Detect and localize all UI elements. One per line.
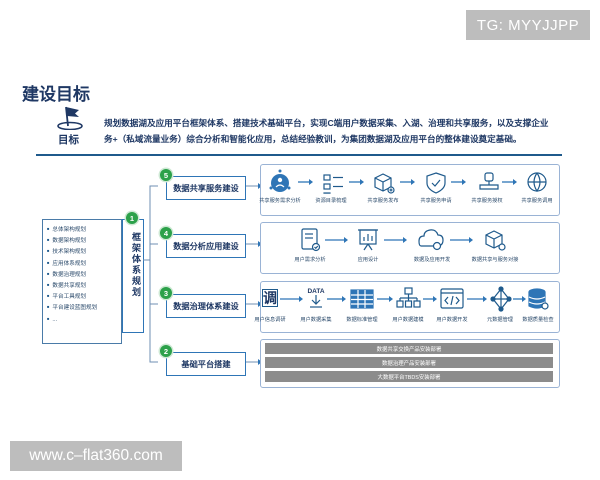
planning-list: 总体架构规划 数据架构规划 技术架构规划 应用体系规划 数据治理规划 数据共享规… <box>42 219 122 344</box>
step-label: 资源目录梳理 <box>315 198 347 204</box>
list-item: 技术架构规划 <box>47 246 121 257</box>
category-label: 数据分析应用建设 <box>173 242 239 251</box>
list-item: ... <box>47 314 121 325</box>
step-label: 元数据管理 <box>487 317 513 323</box>
platform-bar: 数据共享交换产品安装部署 <box>265 343 553 354</box>
category-number-badge: 5 <box>160 169 172 181</box>
step-label: 用户数据采集 <box>300 317 332 323</box>
step-label: 数据质量检查 <box>522 317 554 323</box>
presentation-chart-icon <box>358 229 378 251</box>
step-label: 数据标准管理 <box>346 317 378 323</box>
page-title: 建设目标 <box>22 85 90 104</box>
step-label: 共享服务授权 <box>471 198 503 204</box>
catalog-list-icon <box>323 174 343 194</box>
data-word: DATA <box>307 288 324 295</box>
category-governance-system: 数据治理体系建设 <box>166 294 246 318</box>
goal-text: 规划数据湖及应用平台框架体系、搭建技术基础平台，实现C端用户数据采集、入湖、治理… <box>104 118 549 144</box>
data-download-icon <box>310 295 322 308</box>
network-nodes-icon <box>490 286 512 312</box>
step-label: 用户信息调研 <box>254 317 286 323</box>
category-label: 数据治理体系建设 <box>173 302 239 311</box>
analysis-application-panel <box>260 222 560 274</box>
step-label: 应用设计 <box>357 257 379 263</box>
analysis-steps-icons <box>301 228 506 252</box>
list-item: 应用体系规划 <box>47 258 121 269</box>
step-label: 共享服务需求分析 <box>259 198 301 204</box>
grid-table-icon <box>350 289 374 309</box>
hierarchy-icon <box>396 287 421 308</box>
step-label: 数据共享与服务对接 <box>471 257 519 263</box>
goal-label: 目标 <box>58 134 79 146</box>
category-number-badge: 4 <box>160 227 172 239</box>
category-label: 基础平台搭建 <box>181 360 231 369</box>
globe-icon <box>527 172 547 193</box>
sharing-steps-icons <box>269 169 547 194</box>
code-window-icon <box>440 288 464 309</box>
category-number-badge: 2 <box>160 345 172 357</box>
platform-bar: 大数据平台TBDS安装部署 <box>265 371 553 382</box>
cube-publish-icon <box>374 173 395 194</box>
category-base-platform: 基础平台搭建 <box>166 352 246 376</box>
step-label: 用户数据建模 <box>392 317 424 323</box>
category-label: 数据共享服务建设 <box>173 184 239 193</box>
platform-bar: 数据治理产品安装部署 <box>265 357 553 368</box>
step-label: 数据及应用开发 <box>413 257 451 263</box>
step-label: 用户需求分析 <box>294 257 326 263</box>
shield-check-icon <box>426 172 446 194</box>
sharing-service-panel <box>260 164 560 216</box>
watermark-top: TG: MYYJJPP <box>466 10 590 40</box>
category-sharing-service: 数据共享服务建设 <box>166 176 246 200</box>
cloud-settings-icon <box>418 229 444 251</box>
framework-number-badge: 1 <box>126 212 138 224</box>
flag-icon <box>57 106 83 130</box>
framework-title: 框架体系规划 <box>131 232 141 298</box>
category-analysis-application: 数据分析应用建设 <box>166 234 246 258</box>
list-item: 数据共享规划 <box>47 280 121 291</box>
list-item: 平台工具规划 <box>47 291 121 302</box>
step-label: 共享服务调用 <box>521 198 553 204</box>
step-label: 用户数据开发 <box>436 317 468 323</box>
governance-steps-icons: DATA <box>280 286 549 312</box>
cube-share-icon <box>485 230 506 251</box>
list-item: 平台建设蓝图规划 <box>47 302 121 313</box>
list-item: 总体架构规划 <box>47 224 121 235</box>
database-check-icon <box>528 288 549 310</box>
goal-divider <box>36 154 562 156</box>
category-number-badge: 3 <box>160 287 172 299</box>
list-item: 数据架构规划 <box>47 235 121 246</box>
step-label: 共享服务申请 <box>420 198 452 204</box>
people-network-icon <box>269 169 291 192</box>
framework-box: 框架体系规划 <box>122 219 144 333</box>
document-check-icon <box>301 228 321 252</box>
step-label: 共享服务发布 <box>367 198 399 204</box>
survey-glyph-icon: 调 <box>262 289 278 307</box>
list-item: 数据治理规划 <box>47 269 121 280</box>
stamp-icon <box>479 172 499 190</box>
watermark-bottom: www.c–flat360.com <box>10 441 182 471</box>
